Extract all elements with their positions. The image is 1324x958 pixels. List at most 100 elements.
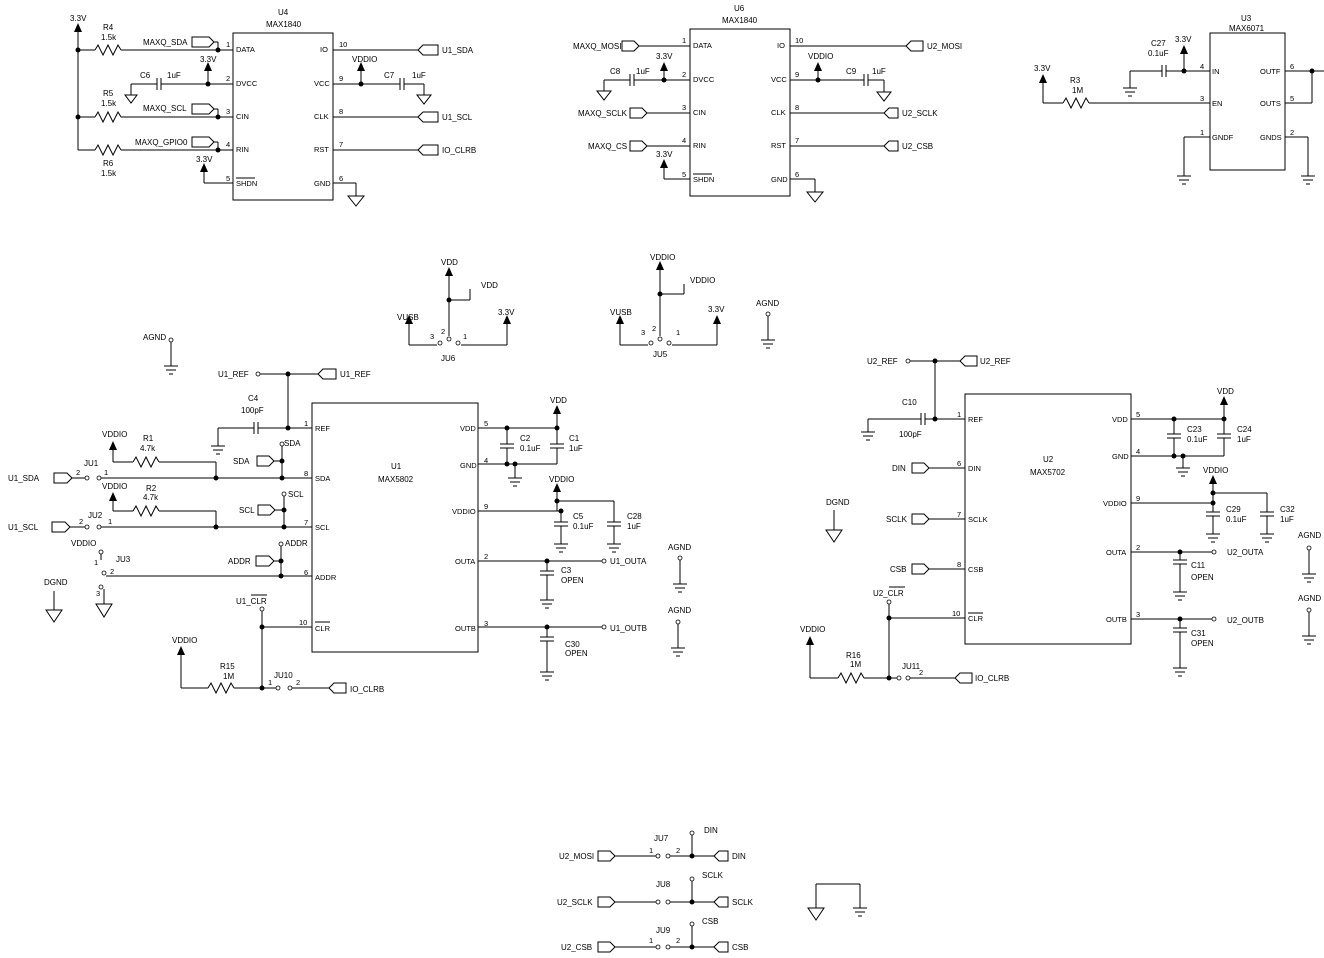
u4-pin-name: RST [314,145,329,154]
u6-pin-num: 10 [795,36,803,45]
net-label-vdd-ju6-b: VDD [481,281,498,290]
u2-section: U2_REF U2_REF C10 100pF DIN SCLK CSB DGN… [800,355,1321,685]
u4-pin-num: 2 [226,74,230,83]
u2-pin-name: REF [968,415,983,424]
r5-value: 1.5k [101,99,117,108]
c28-ref: C28 [627,512,642,521]
u1-pin-num: 9 [484,502,488,511]
net-scl-u1-tag: SCL [239,506,255,515]
u4-pin-name: SHDN [236,179,257,188]
u1-pin-num: 5 [484,419,488,428]
u1-pin-num: 8 [304,469,308,478]
net-sclk-bottom: SCLK [732,898,754,907]
u4-pin-num: 5 [226,174,230,183]
net-din-u2: DIN [892,464,906,473]
net-u2-mosi-bottom: U2_MOSI [559,852,594,861]
c27-value: 0.1uF [1148,49,1169,58]
net-u1-scl-left: U1_SCL [8,523,39,532]
u6-pin-name: DATA [693,41,712,50]
u1-pin-name: SCL [315,523,330,532]
net-label-3v3-dvcc: 3.3V [200,55,217,64]
ju6-section: VDD VDD VUSB 3 2 1 3.3V JU6 [397,258,515,363]
c23-ref: C23 [1187,425,1202,434]
net-u2-sclk-top: U2_SCLK [902,109,938,118]
u1-pin-num: 3 [484,619,488,628]
net-label-vdd-u1: VDD [550,396,567,405]
net-label-3v3-u4: 3.3V [70,14,87,23]
net-label-vddio-ju5: VDDIO [650,253,675,262]
ju10-pin-1: 1 [268,678,272,687]
u3-section: U3 MAX6071 IN EN GNDF OUTF OUTS GNDS 4 3… [1034,14,1324,185]
ju5-pin-1: 1 [676,328,680,337]
net-din-bottom: DIN [732,852,746,861]
net-label-3v3-ju5: 3.3V [708,305,725,314]
net-u2-ref: U2_REF [980,357,1011,366]
net-u2-outa: U2_OUTA [1227,548,1264,557]
c4-value: 100pF [241,406,264,415]
net-label-agnd-top: AGND [756,299,779,308]
u4-pin-num: 4 [226,140,230,149]
r1-value: 4.7k [140,444,156,453]
c1-ref: C1 [569,434,580,443]
net-label-3v3-ju6: 3.3V [498,308,515,317]
u3-pin-name: OUTS [1260,99,1281,108]
u4-ref: U4 [278,8,289,17]
c9-value: 1uF [872,67,886,76]
u2-pin-num: 3 [1136,610,1140,619]
net-maxq-gpio0: MAXQ_GPIO0 [135,138,188,147]
u2-chip [964,393,1132,645]
u2-part: MAX5702 [1030,468,1066,477]
net-label-vddio-r16: VDDIO [800,625,825,634]
u2-pin-num: 10 [952,609,960,618]
net-io-clrb-u2: IO_CLRB [975,674,1009,683]
net-u2-mosi: U2_MOSI [927,42,962,51]
u2-pin-num: 9 [1136,494,1140,503]
u6-pin-num: 5 [682,170,686,179]
power-arrow-icon [1180,45,1188,54]
r16-value: 1M [850,660,861,669]
net-u1-sda-left: U1_SDA [8,474,40,483]
u6-pin-num: 1 [682,36,686,45]
u4-pin-name: DVCC [236,79,258,88]
u6-pin-name: RIN [693,141,706,150]
u1-pin-name: VDD [460,424,476,433]
u1-chip [311,402,479,653]
net-u2-clr: U2_CLR [873,589,904,598]
ju11-label: JU11 [902,662,921,671]
c32-ref: C32 [1280,505,1295,514]
u6-section: U6 MAX1840 DATA DVCC CIN RIN SHDN 1 2 3 … [573,4,962,203]
c9-ref: C9 [846,67,857,76]
net-addr-u1-tag: ADDR [228,557,251,566]
u2-pin-num: 7 [957,510,961,519]
power-arrow-icon [177,646,185,655]
net-label-3v3-en: 3.3V [1034,64,1051,73]
u4-pin-num: 9 [339,74,343,83]
r16-ref: R16 [846,651,861,660]
u6-part: MAX1840 [722,16,758,25]
ju1-label: JU1 [84,459,99,468]
net-u1-ref-left: U1_REF [218,370,249,379]
ju3-label: JU3 [116,555,131,564]
u3-pin-num: 5 [1290,94,1294,103]
c29-ref: C29 [1226,505,1241,514]
power-arrow-icon [200,163,208,172]
net-label-vusb-ju5: VUSB [610,308,632,317]
net-label-vddio-r15: VDDIO [172,636,197,645]
u2-pin-num: 4 [1136,447,1140,456]
power-arrow-icon [109,441,117,450]
c7-value: 1uF [412,71,426,80]
net-label-3v3-shdn: 3.3V [196,155,213,164]
u2-ref: U2 [1043,455,1054,464]
power-arrow-icon [616,315,624,324]
u1-pin-num: 6 [304,568,308,577]
r2-ref: R2 [146,484,157,493]
u6-pin-name: DVCC [693,75,715,84]
r4-ref: R4 [103,23,114,32]
net-label-3v3-u3: 3.3V [1175,35,1192,44]
net-label-3v3-u6: 3.3V [656,52,673,61]
u4-pin-name: CLK [314,112,329,121]
ju5-pin-3: 3 [641,328,645,337]
ju1-pin-2: 2 [76,468,80,477]
power-arrow-icon [109,492,117,501]
c4-ref: C4 [248,394,259,403]
